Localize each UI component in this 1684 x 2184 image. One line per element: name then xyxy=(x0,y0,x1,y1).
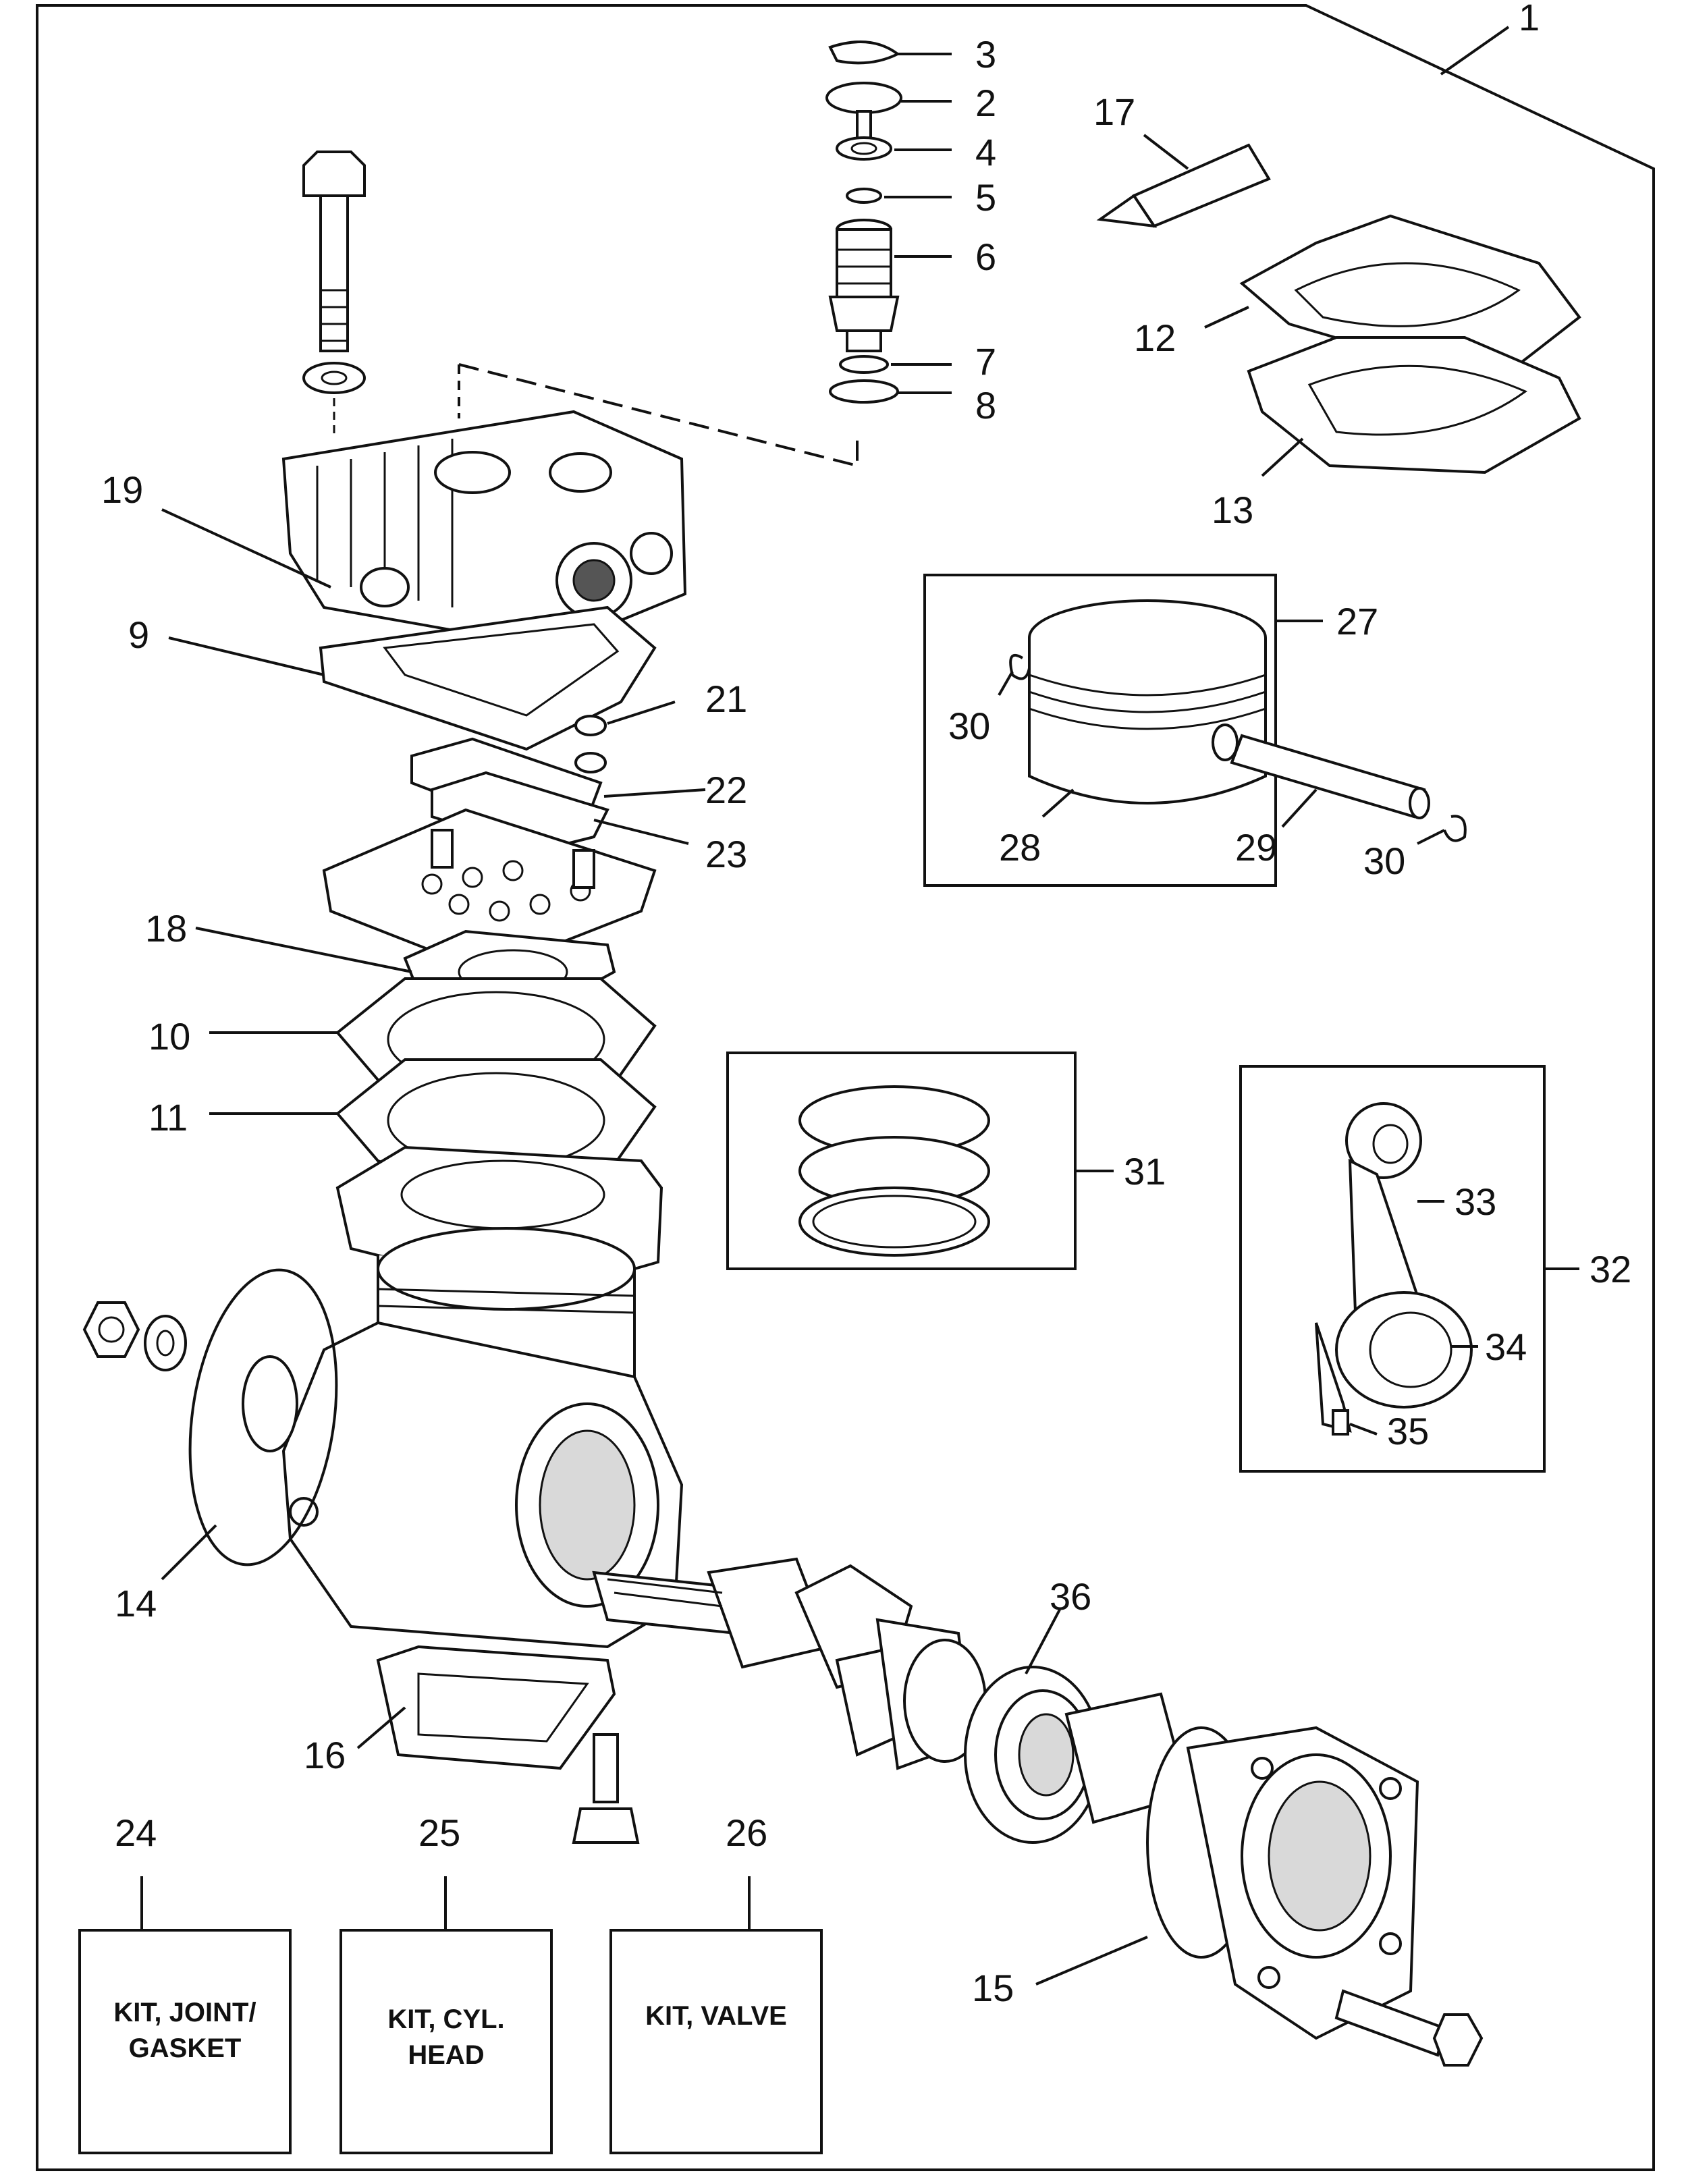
callout-6: 6 xyxy=(975,236,996,278)
callout-19: 19 xyxy=(101,468,143,511)
callout-9: 9 xyxy=(128,613,149,656)
callout-17: 17 xyxy=(1093,90,1135,133)
callout-18: 18 xyxy=(145,907,187,950)
kit-box-valve xyxy=(609,1929,823,2154)
callout-32: 32 xyxy=(1590,1248,1631,1290)
head-bolt-drawing xyxy=(302,151,366,439)
callout-35: 35 xyxy=(1387,1410,1429,1452)
crankcase-drawing xyxy=(82,1145,684,1844)
callout-30-left: 30 xyxy=(948,705,990,747)
callout-31: 31 xyxy=(1124,1150,1166,1193)
piston-rings-drawing xyxy=(798,1085,990,1257)
callout-10: 10 xyxy=(148,1015,190,1058)
callout-3: 3 xyxy=(975,33,996,76)
gasket-13-drawing xyxy=(1247,336,1581,474)
callout-13: 13 xyxy=(1212,489,1253,531)
crankshaft-drawing xyxy=(592,1557,987,1770)
callout-27: 27 xyxy=(1336,600,1378,643)
piston-assembly-box xyxy=(923,574,1277,887)
callout-25: 25 xyxy=(418,1811,460,1854)
callout-14: 14 xyxy=(115,1582,157,1625)
callout-34: 34 xyxy=(1485,1326,1527,1368)
sealant-tube-drawing xyxy=(1096,143,1271,228)
callout-4: 4 xyxy=(975,131,996,173)
piston-drawing xyxy=(1009,599,1467,842)
callout-15: 15 xyxy=(972,1967,1014,2009)
callout-33: 33 xyxy=(1455,1180,1496,1223)
callout-labels: 1 2 3 4 5 6 7 8 9 10 11 12 13 14 15 16 1… xyxy=(101,0,1631,2009)
callout-30-right: 30 xyxy=(1363,840,1405,882)
callout-16: 16 xyxy=(304,1734,346,1776)
callout-8: 8 xyxy=(975,384,996,427)
callout-7: 7 xyxy=(975,340,996,383)
end-cover-drawing xyxy=(1146,1726,1484,2067)
callout-36: 36 xyxy=(1050,1575,1091,1618)
connecting-rod-drawing xyxy=(1315,1102,1473,1436)
kit-24-label-line2: GASKET xyxy=(129,2033,242,2063)
callout-26: 26 xyxy=(726,1811,767,1854)
callout-23: 23 xyxy=(705,833,747,875)
kit-26-label-line1: KIT, VALVE xyxy=(645,2001,787,2031)
callout-24: 24 xyxy=(115,1811,157,1854)
discharge-valve-drawing xyxy=(825,40,902,404)
callout-1: 1 xyxy=(1519,0,1540,38)
gasket-12-drawing xyxy=(1239,214,1581,366)
callout-5: 5 xyxy=(975,176,996,219)
valve-plate-drawing xyxy=(322,715,657,974)
callout-12: 12 xyxy=(1134,317,1176,359)
kit-24-label-line1: KIT, JOINT/ xyxy=(113,1998,256,2027)
piston-rings-box xyxy=(726,1052,1077,1270)
leader-lines xyxy=(161,26,1579,1986)
callout-11: 11 xyxy=(148,1096,188,1139)
kit-box-joint-gasket xyxy=(78,1929,292,2154)
diagram-border xyxy=(36,4,1655,2171)
callout-21: 21 xyxy=(705,678,747,720)
callout-29: 29 xyxy=(1235,826,1277,869)
cylinder-head-drawing xyxy=(281,363,859,650)
bearing-drawing xyxy=(964,1666,1190,1844)
kit-25-label-line1: KIT, CYL. xyxy=(387,2004,504,2034)
callout-2: 2 xyxy=(975,82,996,124)
callout-22: 22 xyxy=(705,769,747,811)
kit-25-label-line2: HEAD xyxy=(408,2040,484,2070)
callout-28: 28 xyxy=(999,826,1041,869)
head-gasket-drawing xyxy=(319,605,657,751)
